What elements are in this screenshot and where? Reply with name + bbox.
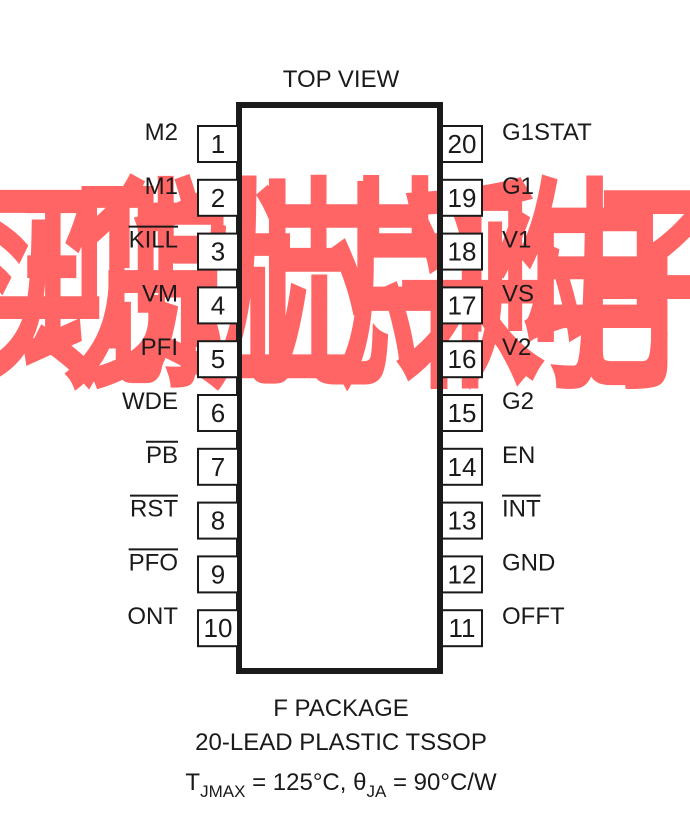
left-pin-box (197, 394, 239, 432)
right-pin-name: G1STAT (502, 119, 592, 146)
right-pin-name: GND (502, 549, 555, 576)
package-description: 20-LEAD PLASTIC TSSOP (195, 729, 487, 756)
right-pin-box (441, 394, 483, 432)
theta-value: = 90°C/W (386, 769, 497, 796)
watermark-char: 购 (458, 160, 608, 421)
right-pin-number: 17 (448, 290, 477, 320)
top-view-label: TOP VIEW (283, 66, 400, 93)
left-pin-name: VM (142, 280, 178, 307)
left-pin-number: 4 (211, 290, 225, 320)
right-pin-box (441, 340, 483, 379)
right-pin-number: 19 (448, 183, 477, 213)
left-pin-box (197, 232, 239, 271)
right-pin-name: VS (502, 280, 534, 307)
chip-body (236, 102, 443, 674)
right-pin-name: OFFT (502, 603, 565, 630)
right-pin-box (441, 286, 483, 325)
watermark-char: 买 (0, 160, 106, 421)
right-pin-name: V1 (502, 227, 531, 254)
right-pin-number: 14 (448, 452, 477, 482)
right-pin-number: 18 (448, 237, 477, 267)
left-pin-name: WDE (122, 388, 178, 415)
watermark-char: 子 (584, 160, 690, 421)
tj-value: = 125°C, (245, 769, 353, 796)
right-pin-number: 11 (449, 613, 476, 643)
left-pin-name: PB (146, 442, 178, 469)
left-pin-box (197, 501, 239, 540)
left-pin-name: M1 (145, 173, 178, 200)
left-pin-box (197, 340, 239, 379)
right-pin-box (441, 125, 483, 163)
right-pin-number: 20 (448, 129, 477, 159)
left-pin-name: KILL (129, 227, 178, 254)
left-pin-box (197, 125, 239, 163)
right-pin-number: 13 (448, 506, 477, 536)
tj-subscript: JMAX (200, 782, 245, 801)
right-pin-box (441, 555, 483, 594)
right-pin-name: EN (502, 442, 535, 469)
left-pin-number: 3 (211, 237, 225, 267)
right-pin-column: 20 G1STAT 19 G1 18 V1 17 VS 16 V2 15 G2 14 EN 13 INT 12 G… (441, 119, 592, 648)
theta-symbol: θ (353, 769, 366, 796)
left-pin-box (197, 555, 239, 594)
theta-subscript: JA (366, 782, 387, 801)
left-pin-number: 5 (211, 344, 225, 374)
left-pin-box (197, 447, 239, 486)
left-pin-name: ONT (127, 603, 178, 630)
left-pin-name: PFO (129, 549, 178, 576)
left-pin-number: 9 (211, 559, 225, 589)
right-pin-name: V2 (502, 334, 531, 361)
right-pin-box (441, 178, 483, 217)
left-pin-number: 6 (211, 398, 225, 428)
left-pin-number: 2 (211, 183, 225, 213)
watermark-char: 芯 (270, 160, 420, 421)
watermark-char: 电 (521, 160, 671, 421)
right-pin-number: 16 (448, 344, 477, 374)
right-pin-name: G2 (502, 388, 534, 415)
left-pin-name: M2 (145, 119, 178, 146)
right-pin-box (441, 232, 483, 271)
right-pin-number: 12 (448, 559, 477, 589)
left-pin-number: 1 (211, 129, 225, 159)
left-pin-number: 7 (211, 452, 225, 482)
left-pin-box (197, 609, 239, 648)
left-pin-number: 10 (204, 613, 233, 643)
right-pin-box (441, 609, 483, 648)
left-pin-name: PFI (141, 334, 178, 361)
right-pin-number: 15 (448, 398, 477, 428)
package-name: F PACKAGE (273, 695, 409, 722)
watermark-char: 现 (19, 160, 169, 421)
right-pin-name: INT (502, 496, 541, 523)
right-pin-box (441, 447, 483, 486)
left-pin-box (197, 286, 239, 325)
left-pin-column: 1 M2 2 M1 3 KILL 4 VM 5 PFI 6 WDE 7 PB 8 RST 9 PFO 10 ONT (122, 119, 239, 648)
right-pin-box (441, 501, 483, 540)
left-pin-box (197, 178, 239, 217)
right-pin-name: G1 (502, 173, 534, 200)
left-pin-name: RST (130, 496, 178, 523)
tj-symbol: T (185, 769, 200, 796)
thermal-spec: TJMAX = 125°C, θJA = 90°C/W (185, 769, 497, 801)
left-pin-number: 8 (211, 506, 225, 536)
